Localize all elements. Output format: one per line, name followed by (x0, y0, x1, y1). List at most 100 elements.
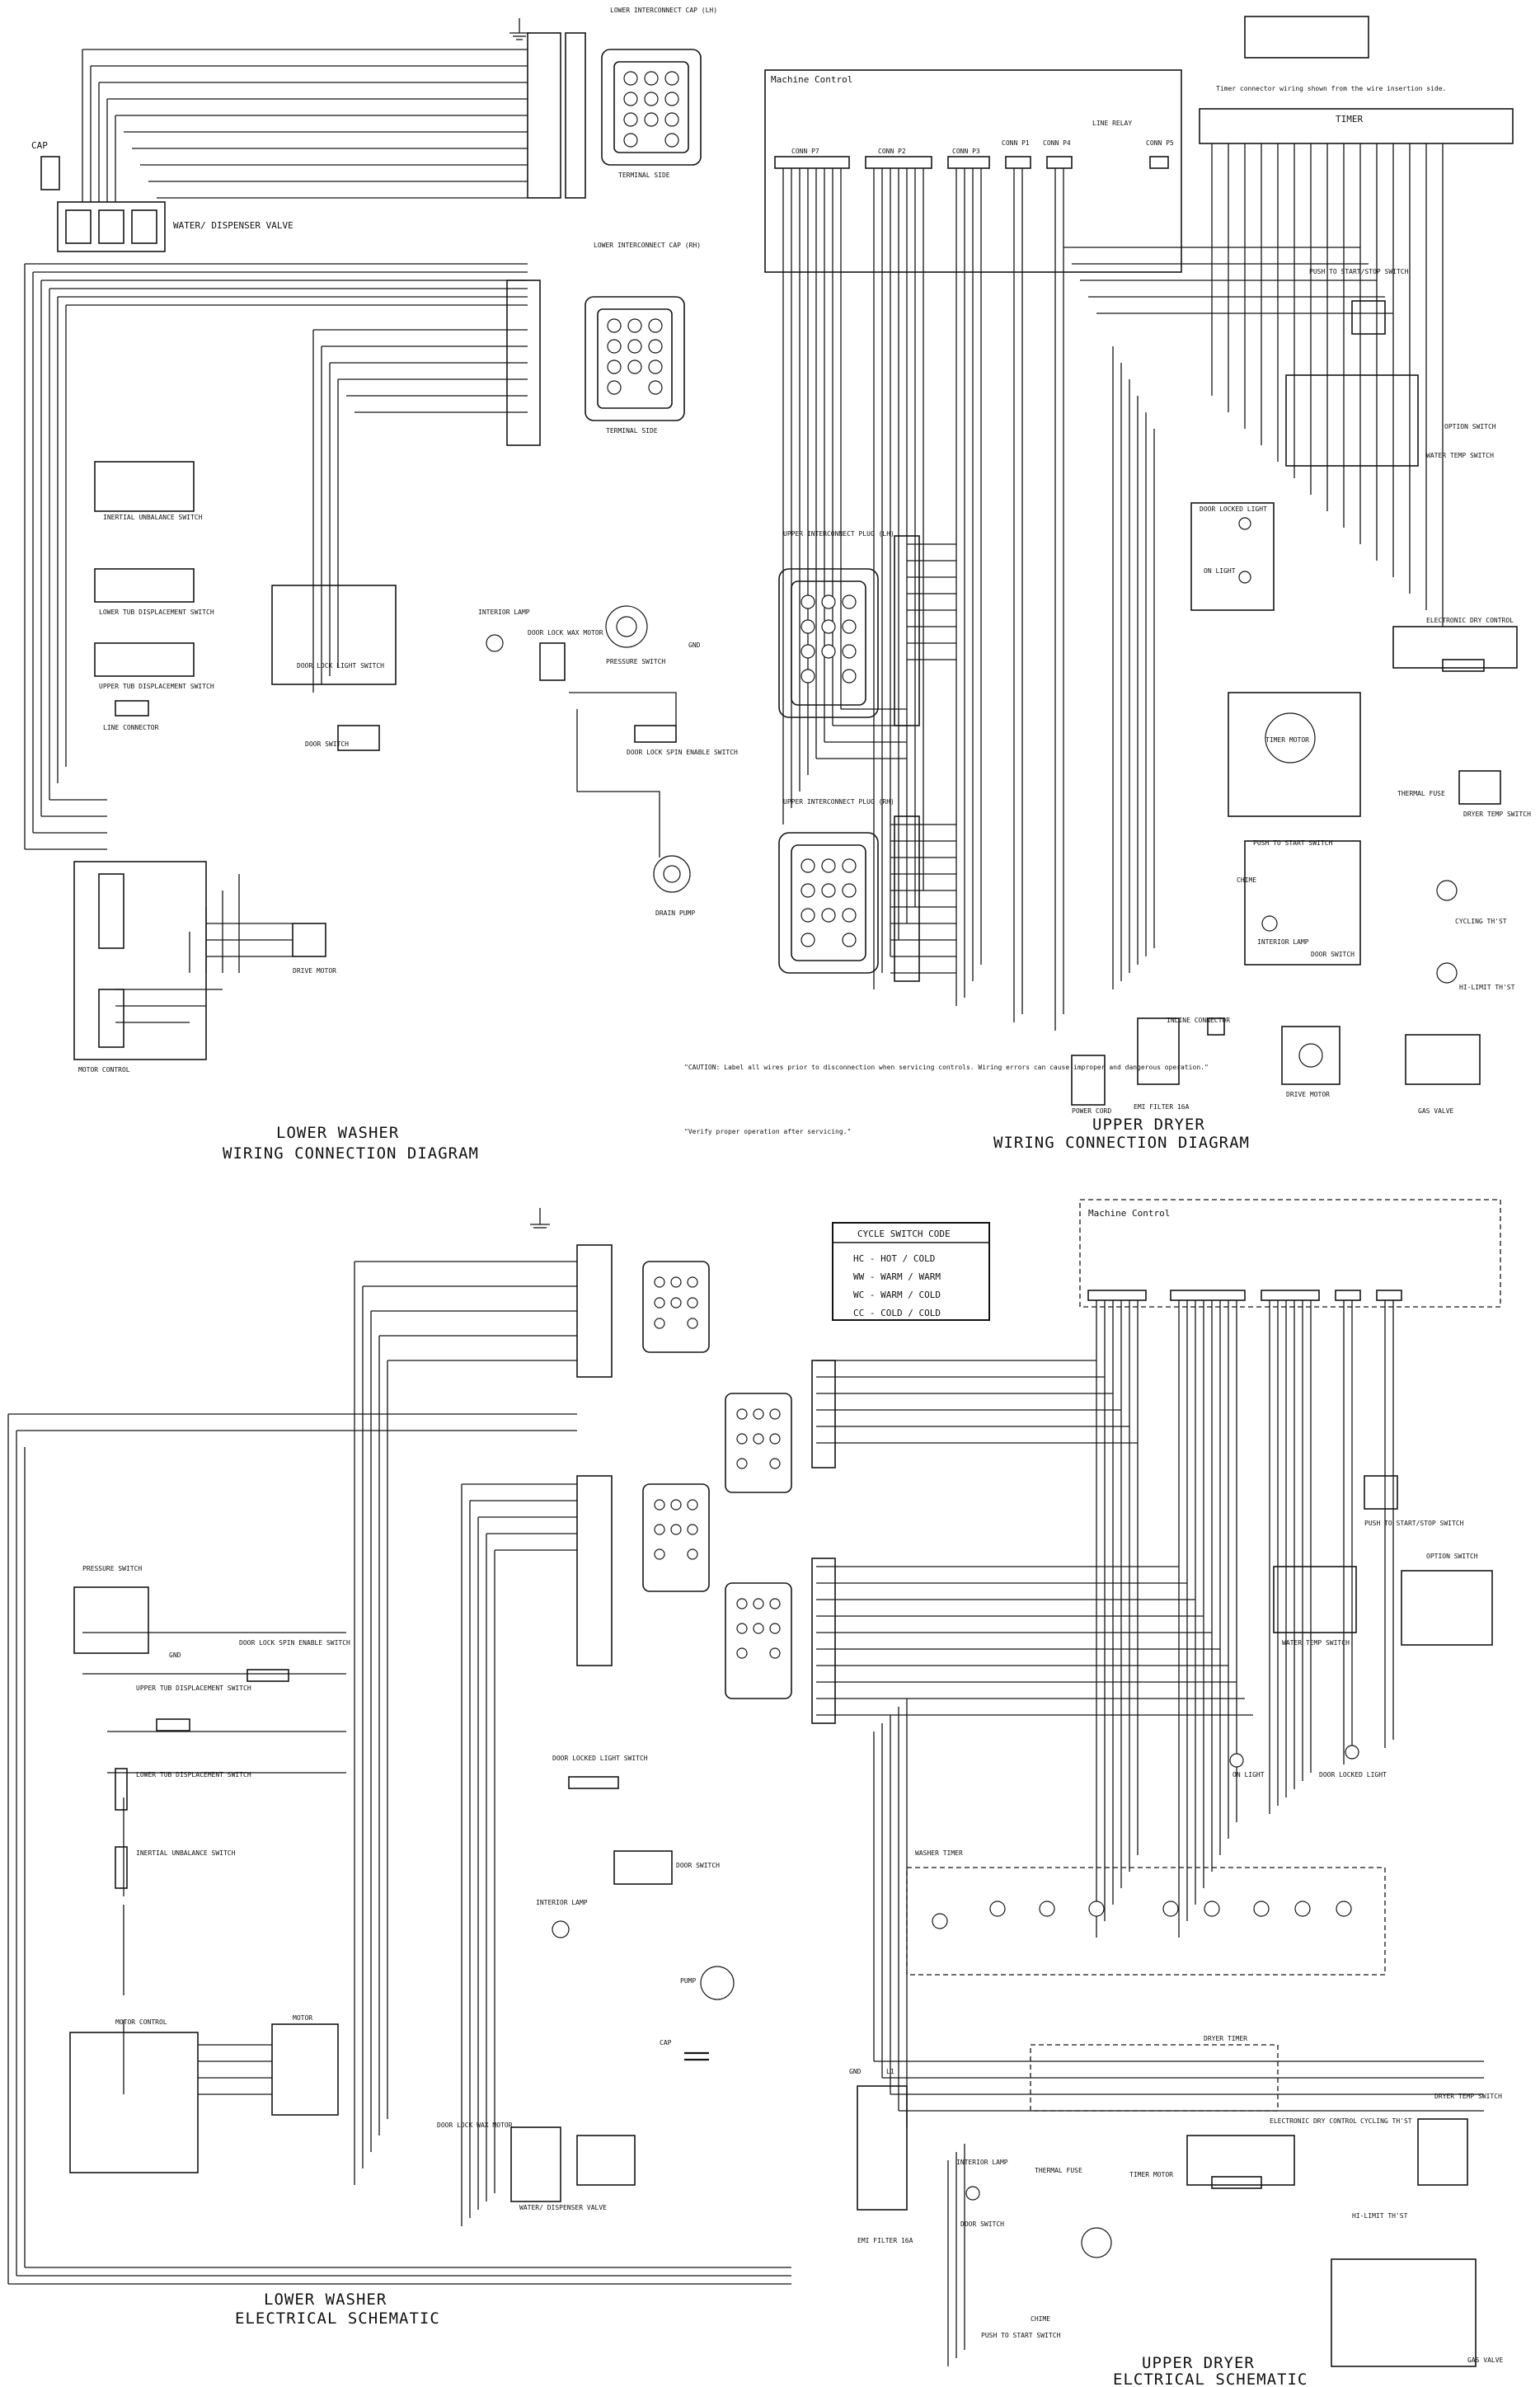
caution-note: "CAUTION: Label all wires prior to disco… (684, 1064, 1209, 1071)
inertial-label: INERTIAL UNBALANCE SWITCH (103, 514, 203, 521)
inertial-unbalance-switch (94, 461, 195, 512)
sch-machine-control-box (1079, 1199, 1501, 1308)
interior-lamp-icon (486, 634, 504, 652)
schematic-valve (576, 2135, 636, 2186)
door-locked-light-icon (1238, 517, 1251, 530)
line-connector-label: LINE CONNECTOR (103, 724, 159, 731)
sch-cap-label: CAP (660, 2039, 672, 2046)
schematic-door-locked-light (568, 1776, 619, 1789)
lower-cap-lh-label: LOWER INTERCONNECT CAP (LH) (610, 7, 717, 14)
wax-motor (539, 642, 566, 681)
conn-p3-label: CONN P3 (952, 148, 980, 155)
gas-valve-label: GAS VALVE (1418, 1107, 1454, 1115)
motor-control-label: MOTOR CONTROL (78, 1066, 130, 1074)
interior-lamp-icon (1261, 915, 1278, 932)
sch-door-locked-icon (1345, 1745, 1359, 1760)
sch-interior-lamp-label: INTERIOR LAMP (956, 2159, 1008, 2166)
terminal-side-label: TERMINAL SIDE (618, 172, 670, 179)
water-temp-label: WATER TEMP SWITCH (1426, 452, 1494, 459)
lower-cap-rh-label: LOWER INTERCONNECT CAP (RH) (594, 242, 701, 249)
schematic-motor-control (69, 2032, 199, 2173)
cycle-code-ww: WW - WARM / WARM (853, 1271, 941, 1282)
conn-p4-label: CONN P4 (1043, 139, 1071, 147)
inline-connector (1207, 1017, 1225, 1036)
sch-plug-strip-2 (811, 1558, 836, 1724)
cycling-thermostat-icon (1436, 880, 1458, 901)
gas-valve-block (1405, 1034, 1481, 1085)
timer-block (1199, 108, 1514, 144)
sch-washer-timer-label: WASHER TIMER (915, 1849, 963, 1857)
upper-dryer-wiring-section: Machine Control CONN P7 CONN P2 CONN P3 … (684, 16, 1531, 1152)
sch-plug-strip-1 (811, 1360, 836, 1468)
on-light-label: ON LIGHT (1204, 567, 1236, 575)
sch-dryer-temp (1417, 2118, 1468, 2186)
drain-pump-label: DRAIN PUMP (655, 909, 695, 917)
on-light-icon (1238, 571, 1251, 584)
sch-gnd-label: GND (169, 1652, 181, 1659)
connector-strip-lh (527, 32, 561, 199)
sch-chime-label: CHIME (1031, 2315, 1050, 2323)
power-cord-label: POWER CORD (1072, 1107, 1111, 1115)
wax-motor-label: DOOR LOCK WAX MOTOR (528, 629, 603, 637)
cycle-code-hc: HC - HOT / COLD (853, 1253, 935, 1264)
lower-tub-label: LOWER TUB DISPLACEMENT SWITCH (99, 608, 214, 616)
sch-dryer-temp-label: DRYER TEMP SWITCH (1434, 2093, 1502, 2100)
schematic-inertial (115, 1846, 128, 1889)
inline-label: INLINE CONNECTOR (1167, 1017, 1230, 1024)
option-switch-label: OPTION SWITCH (1444, 423, 1496, 430)
spin-enable-switch (634, 725, 677, 743)
upper-dryer-schematic-title-2: ELCTRICAL SCHEMATIC (1113, 2371, 1308, 2387)
dryer-interior-lamp-label: INTERIOR LAMP (1257, 938, 1309, 946)
schematic-pressure-switch (73, 1586, 149, 1654)
door-lock-light-label: DOOR LOCK LIGHT SWITCH (297, 662, 384, 670)
pressure-switch-label: PRESSURE SWITCH (606, 658, 665, 665)
sch-pump-label: PUMP (680, 1977, 696, 1985)
schematic-spin-enable (246, 1669, 289, 1682)
upper-dryer-wiring-title-2: WIRING CONNECTION DIAGRAM (993, 1134, 1250, 1152)
line-relay-label: LINE RELAY (1092, 120, 1132, 127)
upper-dryer-wiring-title-1: UPPER DRYER (1092, 1116, 1205, 1134)
connector-strip-rh (506, 280, 541, 446)
water-valve-label: WATER/ DISPENSER VALVE (173, 220, 293, 231)
cycle-code-cc: CC - COLD / COLD (853, 1308, 941, 1318)
sch-door-locked-label: DOOR LOCKED LIGHT (1319, 1771, 1387, 1779)
sch-push-start-2-label: PUSH TO START SWITCH (981, 2332, 1061, 2339)
door-lock-light-frame (271, 585, 397, 685)
sch-washer-timer-box (906, 1867, 1386, 1976)
schematic-cap-lh (642, 1261, 710, 1353)
sch-electronic-dry (1186, 2135, 1295, 2186)
drain-pump-icon (653, 855, 691, 893)
sch-pressure-label: PRESSURE SWITCH (82, 1565, 142, 1572)
timer-motor-icon (1265, 712, 1316, 764)
timer-contacts (932, 1901, 1352, 1929)
upper-dryer-schematic-section: CYCLE SWITCH CODE HC - HOT / COLD WW - W… (725, 1199, 1504, 2387)
sch-option-switch (1401, 1570, 1493, 1646)
sch-on-light-icon (1229, 1753, 1244, 1768)
sch-push-start-switch (1364, 1475, 1398, 1510)
lower-washer-wiring-section: CAP WATER/ DISPENSER VALVE LOWER INTERCO (24, 7, 738, 1163)
interior-lamp-label: INTERIOR LAMP (478, 608, 530, 616)
sch-gas-valve-label: GAS VALVE (1467, 2356, 1504, 2364)
dryer-drive-motor-label: DRIVE MOTOR (1286, 1091, 1330, 1098)
schematic-pump-icon (700, 1966, 735, 2000)
sch-spin-enable-label: DOOR LOCK SPIN ENABLE SWITCH (239, 1639, 350, 1647)
cycle-code-title: CYCLE SWITCH CODE (857, 1229, 951, 1239)
sch-timer-motor-icon (1081, 2227, 1112, 2258)
sch-dryer-gnd-label: GND (849, 2068, 862, 2075)
push-start-2-label: PUSH TO START SWITCH (1253, 839, 1333, 847)
schematic-wax-motor (510, 2126, 561, 2202)
door-switch-label: DOOR SWITCH (305, 740, 349, 748)
emi-filter-block (1137, 1017, 1180, 1085)
push-start-label: PUSH TO START/STOP SWITCH (1309, 268, 1409, 275)
sch-motor-label: MOTOR (293, 2014, 312, 2022)
sch-thermal-fuse-label: THERMAL FUSE (1035, 2167, 1082, 2174)
drive-motor-block (292, 923, 326, 957)
sch-upper-tub-label: UPPER TUB DISPLACEMENT SWITCH (136, 1685, 251, 1692)
sch-motor-control-label: MOTOR CONTROL (115, 2018, 167, 2026)
schematic-lower-tub (115, 1768, 128, 1811)
ground-icon (509, 18, 529, 40)
electronic-dry-label: ELECTRONIC DRY CONTROL (1426, 617, 1514, 624)
lower-tub-switch (94, 568, 195, 603)
sch-interior-lamp-label: INTERIOR LAMP (536, 1899, 588, 1906)
